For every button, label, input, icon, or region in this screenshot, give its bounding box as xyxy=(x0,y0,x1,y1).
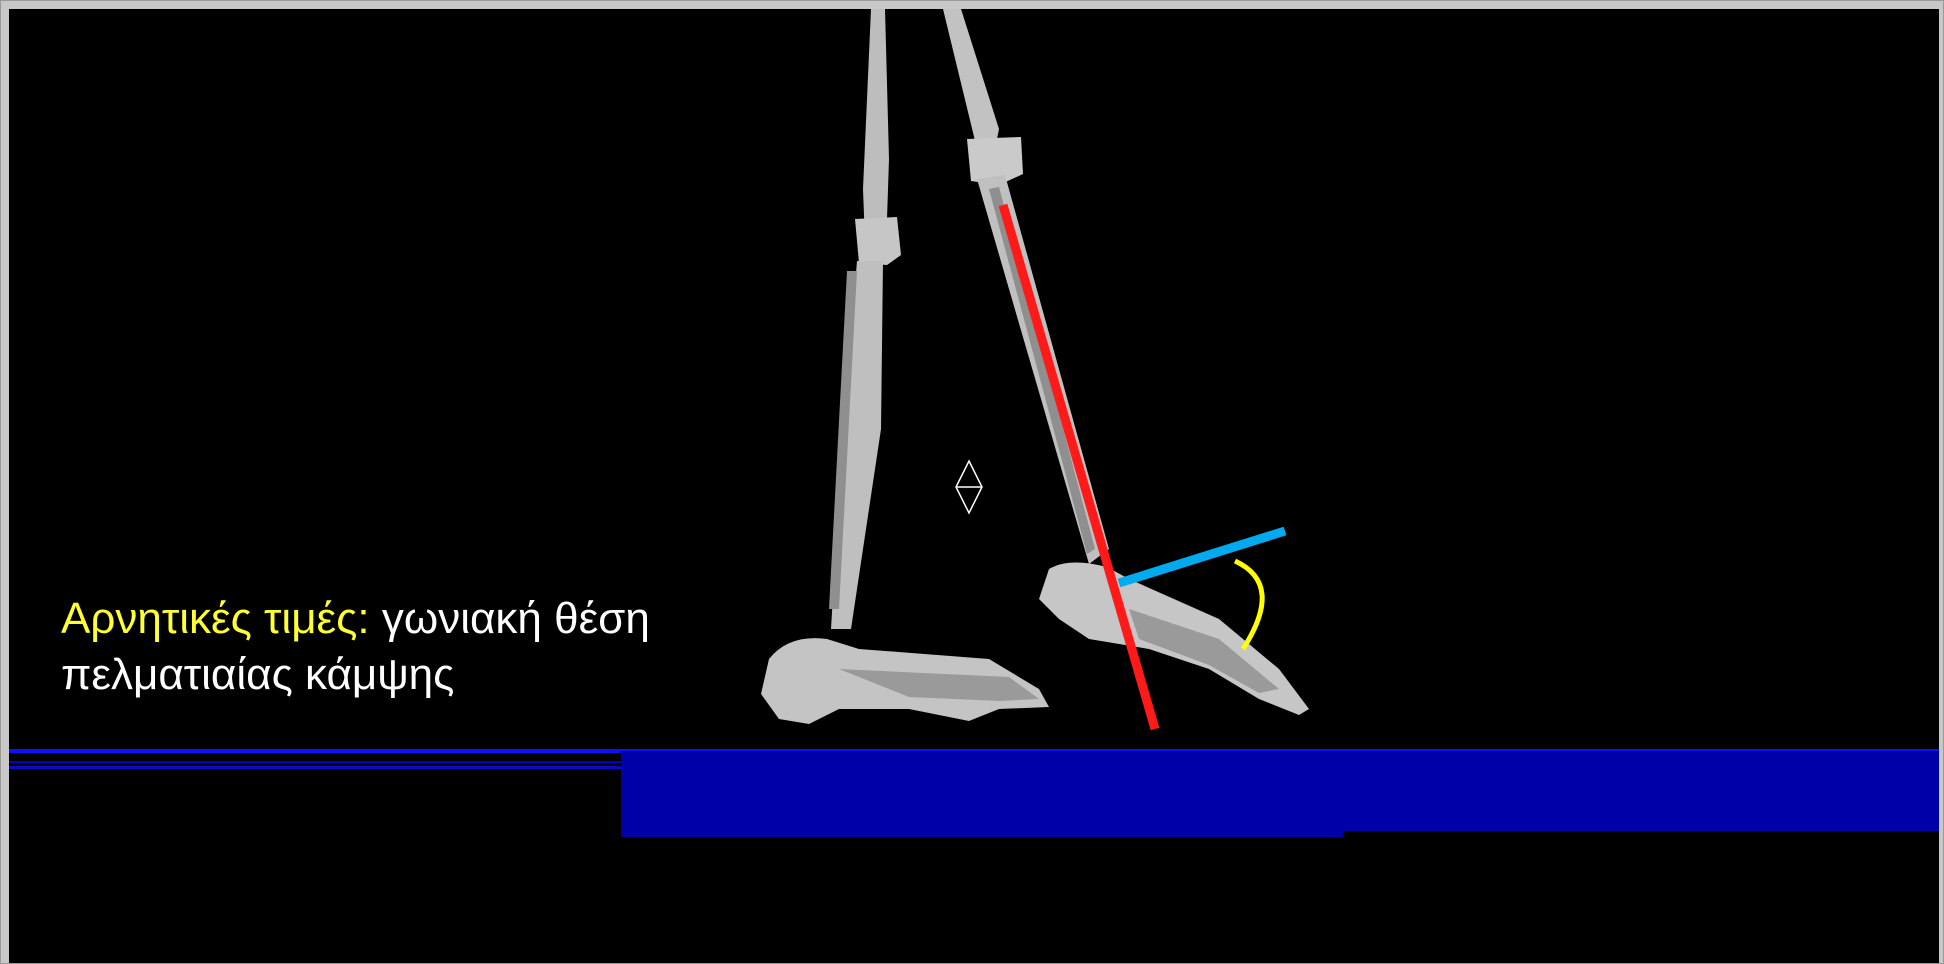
caption-line-2: πελματιαίας κάμψης xyxy=(61,647,650,703)
3d-viewport[interactable]: Αρνητικές τιμές: γωνιακή θέση πελματιαία… xyxy=(9,9,1939,963)
shank-axis-line xyxy=(1003,205,1155,729)
caption-line1-rest: γωνιακή θέση xyxy=(370,594,650,643)
left-leg xyxy=(761,9,1049,724)
skeleton-scene xyxy=(9,9,1939,963)
right-leg xyxy=(943,9,1309,715)
foot-axis-line xyxy=(1119,531,1285,583)
move-cursor-icon xyxy=(956,461,982,513)
caption-line-1: Αρνητικές τιμές: γωνιακή θέση xyxy=(61,591,650,647)
plantar-flexion-caption: Αρνητικές τιμές: γωνιακή θέση πελματιαία… xyxy=(61,591,650,703)
floor-plane xyxy=(9,749,1939,837)
caption-highlight: Αρνητικές τιμές: xyxy=(61,594,370,643)
